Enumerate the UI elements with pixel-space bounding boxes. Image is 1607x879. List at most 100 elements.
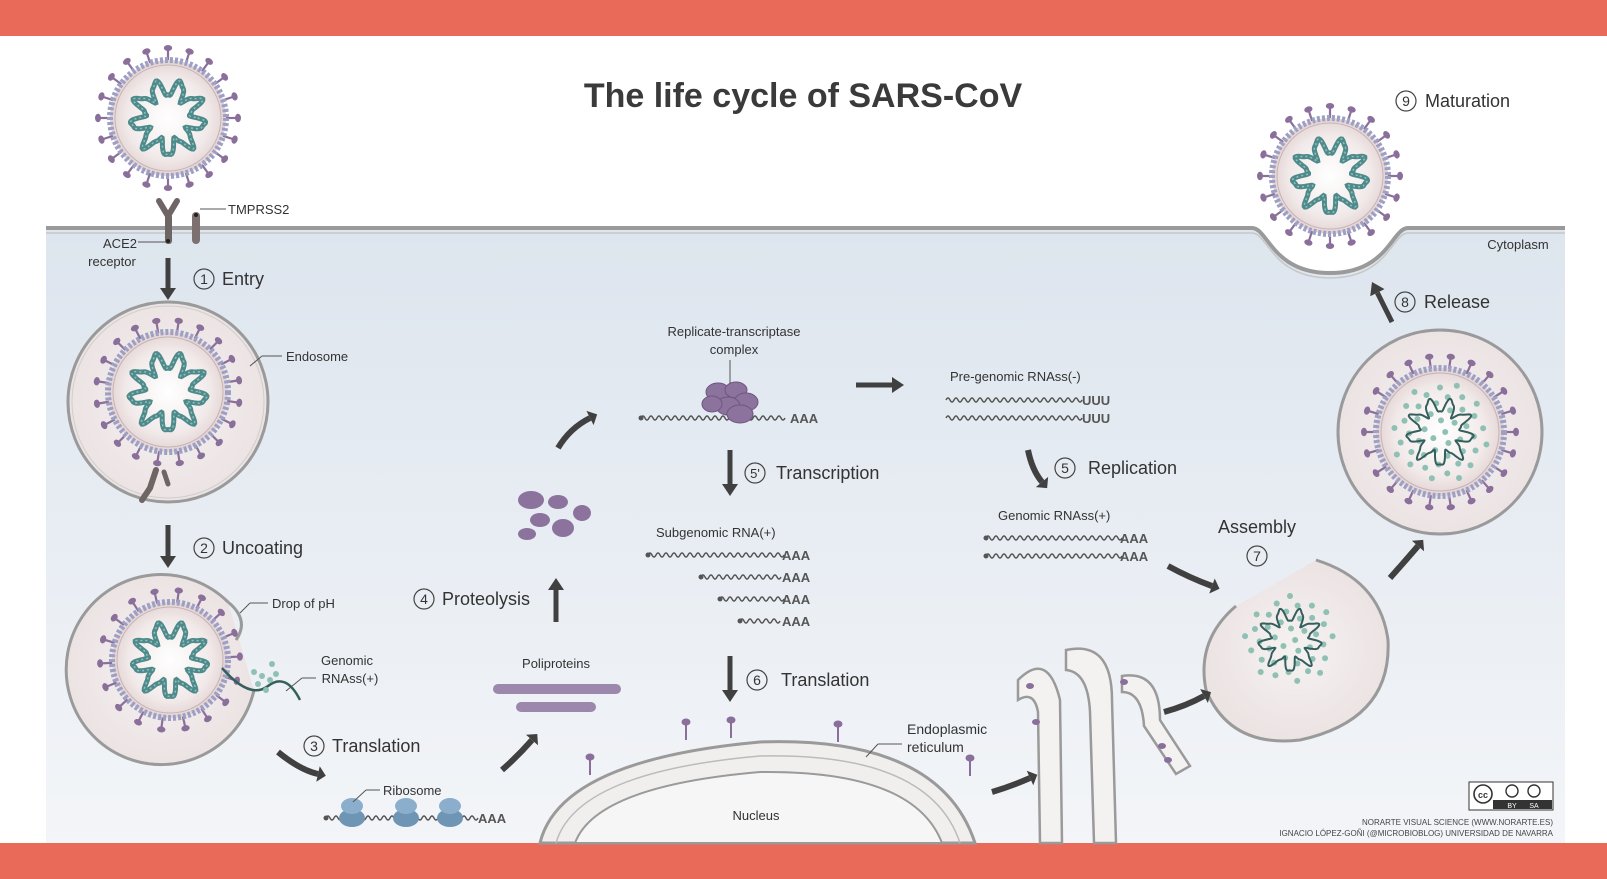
arrow-to-polyproteins xyxy=(500,733,539,773)
protein-fragment xyxy=(518,528,536,540)
virion-release xyxy=(1361,353,1519,511)
cc-license-badge: cc BY SA xyxy=(1468,781,1554,811)
nucleocapsid-dot xyxy=(269,661,275,667)
bottom-frame-bar xyxy=(0,843,1607,879)
poly-u-tail: UUU xyxy=(1082,411,1110,426)
step-release-label: Release xyxy=(1424,292,1490,312)
step-proteolysis: 4 Proteolysis xyxy=(413,588,530,610)
arrow-to-assembly xyxy=(1166,563,1220,594)
arrow-entry xyxy=(160,258,176,300)
step-maturation-label: Maturation xyxy=(1425,91,1510,111)
subgenomic-rna-label: Subgenomic RNA(+) xyxy=(656,525,776,540)
nucleocapsid-dot xyxy=(251,669,257,675)
step-translation-3: 3 Translation xyxy=(303,735,420,757)
svg-text:3: 3 xyxy=(310,738,318,754)
poly-a-tail-genomic: AAA xyxy=(1120,549,1149,564)
virion-in-endosome xyxy=(93,317,243,467)
cytoplasm-region xyxy=(46,230,1565,843)
nucleocapsid-dot xyxy=(255,681,261,687)
pregenomic-rna-label: Pre-genomic RNAss(-) xyxy=(950,369,1081,384)
step-proteolysis-label: Proteolysis xyxy=(442,589,530,609)
svg-text:BY: BY xyxy=(1507,803,1517,810)
arrow-transcription xyxy=(722,450,738,496)
svg-text:9: 9 xyxy=(1402,93,1410,109)
step-translation-6-label: Translation xyxy=(781,670,869,690)
rtc-label-2: complex xyxy=(710,342,759,357)
arrow-translation-3 xyxy=(276,749,326,782)
step-transcription: 5' Transcription xyxy=(744,462,879,484)
step-replication-label: Replication xyxy=(1088,458,1177,478)
arrow-to-release xyxy=(1387,539,1425,580)
er-label-2: reticulum xyxy=(907,739,964,755)
svg-text:2: 2 xyxy=(200,540,208,556)
credit-line-1: NORARTE VISUAL SCIENCE (WWW.NORARTE.ES) xyxy=(1362,818,1553,827)
rtc-label: Replicate-transcriptase xyxy=(668,324,801,339)
endosome-label: Endosome xyxy=(286,349,348,364)
arrow-proteolysis xyxy=(548,578,564,622)
subgenomic-rna-strand xyxy=(717,596,785,602)
cytoplasm-label: Cytoplasm xyxy=(1487,237,1548,252)
step-maturation: 9 Maturation xyxy=(1395,90,1510,112)
nucleocapsid-dot xyxy=(273,671,279,677)
ace2-receptor-endosome xyxy=(139,467,171,503)
nucleocapsid-dot xyxy=(267,677,273,683)
arrow-release xyxy=(1370,282,1395,324)
pregenomic-rna-strand xyxy=(945,415,1083,421)
protein-fragment xyxy=(573,505,591,521)
virion-uncoating xyxy=(97,587,243,733)
tmprss2-label: TMPRSS2 xyxy=(228,202,289,217)
protein-fragment xyxy=(530,513,550,527)
ace2-label: ACE2 xyxy=(103,236,137,251)
poly-a-tail-subgenomic: AAA xyxy=(782,592,811,607)
step-translation-6: 6 Translation xyxy=(746,669,869,691)
step-replication: 5 Replication xyxy=(1054,457,1177,479)
svg-text:5: 5 xyxy=(1061,460,1069,476)
rtc-protein xyxy=(701,395,723,413)
nucleocapsid-dot xyxy=(259,673,265,679)
nucleus-label: Nucleus xyxy=(733,808,780,823)
rtc-protein xyxy=(726,404,754,424)
step-uncoating-label: Uncoating xyxy=(222,538,303,558)
step-entry: 1 Entry xyxy=(193,268,264,290)
ribosome xyxy=(393,798,419,827)
poly-a-tail-subgenomic: AAA xyxy=(782,548,811,563)
arrow-golgi-to-assembly xyxy=(1163,689,1211,715)
ribosome xyxy=(437,798,463,827)
step-transcription-label: Transcription xyxy=(776,463,879,483)
svg-text:4: 4 xyxy=(420,591,428,607)
step-release: 8 Release xyxy=(1394,291,1490,313)
genomic-rna-label: Genomic xyxy=(321,653,374,668)
step-translation-3-label: Translation xyxy=(332,736,420,756)
golgi-stacks xyxy=(1016,647,1192,845)
step-uncoating: 2 Uncoating xyxy=(193,537,303,559)
ribosome xyxy=(339,798,365,827)
poly-a-tail-subgenomic: AAA xyxy=(782,570,811,585)
drop-of-ph-label: Drop of pH xyxy=(272,596,335,611)
subgenomic-rna-strand xyxy=(737,618,781,624)
credit-line-2: IGNACIO LÓPEZ-GOÑI (@MICROBIOBLOG) UNIVE… xyxy=(1279,829,1553,838)
ace2-receptor xyxy=(156,198,180,244)
subgenomic-rna-strand xyxy=(698,574,782,580)
poly-a-tail-rtc: AAA xyxy=(790,411,819,426)
arrow-to-rtc xyxy=(555,410,598,450)
subgenomic-rna-strand xyxy=(645,552,785,558)
svg-text:6: 6 xyxy=(753,672,761,688)
cell-membrane xyxy=(46,226,1565,276)
poliproteins-label: Poliproteins xyxy=(522,656,590,671)
ribosome-label: Ribosome xyxy=(383,783,442,798)
step-assembly: Assembly 7 xyxy=(1218,517,1296,567)
step-entry-label: Entry xyxy=(222,269,264,289)
genomic-rna-plus-label: Genomic RNAss(+) xyxy=(998,508,1110,523)
genomic-rna-label-2: RNAss(+) xyxy=(322,671,379,686)
protein-fragment xyxy=(548,495,568,509)
svg-text:7: 7 xyxy=(1253,548,1261,564)
poly-a-tail-ribosome: AAA xyxy=(478,811,507,826)
arrow-translation-6 xyxy=(722,656,738,702)
step-assembly-label: Assembly xyxy=(1218,517,1296,537)
svg-text:SA: SA xyxy=(1529,803,1539,810)
ace2-label-receptor: receptor xyxy=(88,254,136,269)
rtc-rna-strand xyxy=(638,415,786,421)
arrow-replication xyxy=(1025,449,1049,489)
arrow-to-pregenomic xyxy=(856,377,904,393)
tmprss2-protease xyxy=(192,212,200,244)
